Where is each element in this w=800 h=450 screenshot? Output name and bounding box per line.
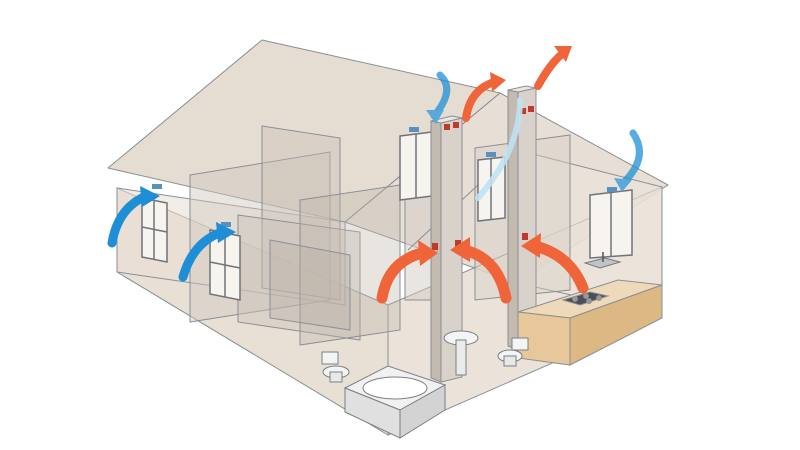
bathroom-fixtures [321,330,529,439]
vent-grilles [432,106,534,250]
shaft-right [507,85,537,351]
exhaust-arrow-roof-1 [462,78,498,122]
vent-grille-top-1 [444,124,450,130]
fresh-air-flow-right [475,97,523,201]
exhaust-arrow-kitchen [529,240,589,294]
partition-2 [261,125,341,301]
gas-stove [561,291,610,306]
vent-grille-top-2 [453,122,459,128]
vent-grille-low-2 [455,240,461,247]
interior-partitions [189,125,571,346]
window-upper-mid [399,131,433,201]
exhaust-air-arrows [376,46,589,304]
fresh-air-arrows [107,71,643,282]
window-kitchen [589,189,633,259]
vent-grille-top-4 [528,106,534,112]
exhaust-arrow-toilet [458,244,512,304]
toilet-left [321,351,350,383]
washbasin [443,330,479,376]
fresh-air-arrow-2 [178,227,227,282]
inlet-vents [152,127,617,227]
kitchen-sink [583,252,622,269]
vent-grille-low-3 [522,233,528,240]
toilet-right [497,337,529,367]
exhaust-arrow-bath [376,247,428,304]
partition-5 [269,239,351,331]
window-left-2 [209,229,241,301]
vent-grille-top-3 [520,108,526,114]
kitchen-counter [517,252,663,366]
bathtub [343,365,447,439]
exhaust-arrow-roof-2 [534,50,566,90]
vent-grille-low-1 [432,243,438,250]
window-left-1 [141,197,168,263]
